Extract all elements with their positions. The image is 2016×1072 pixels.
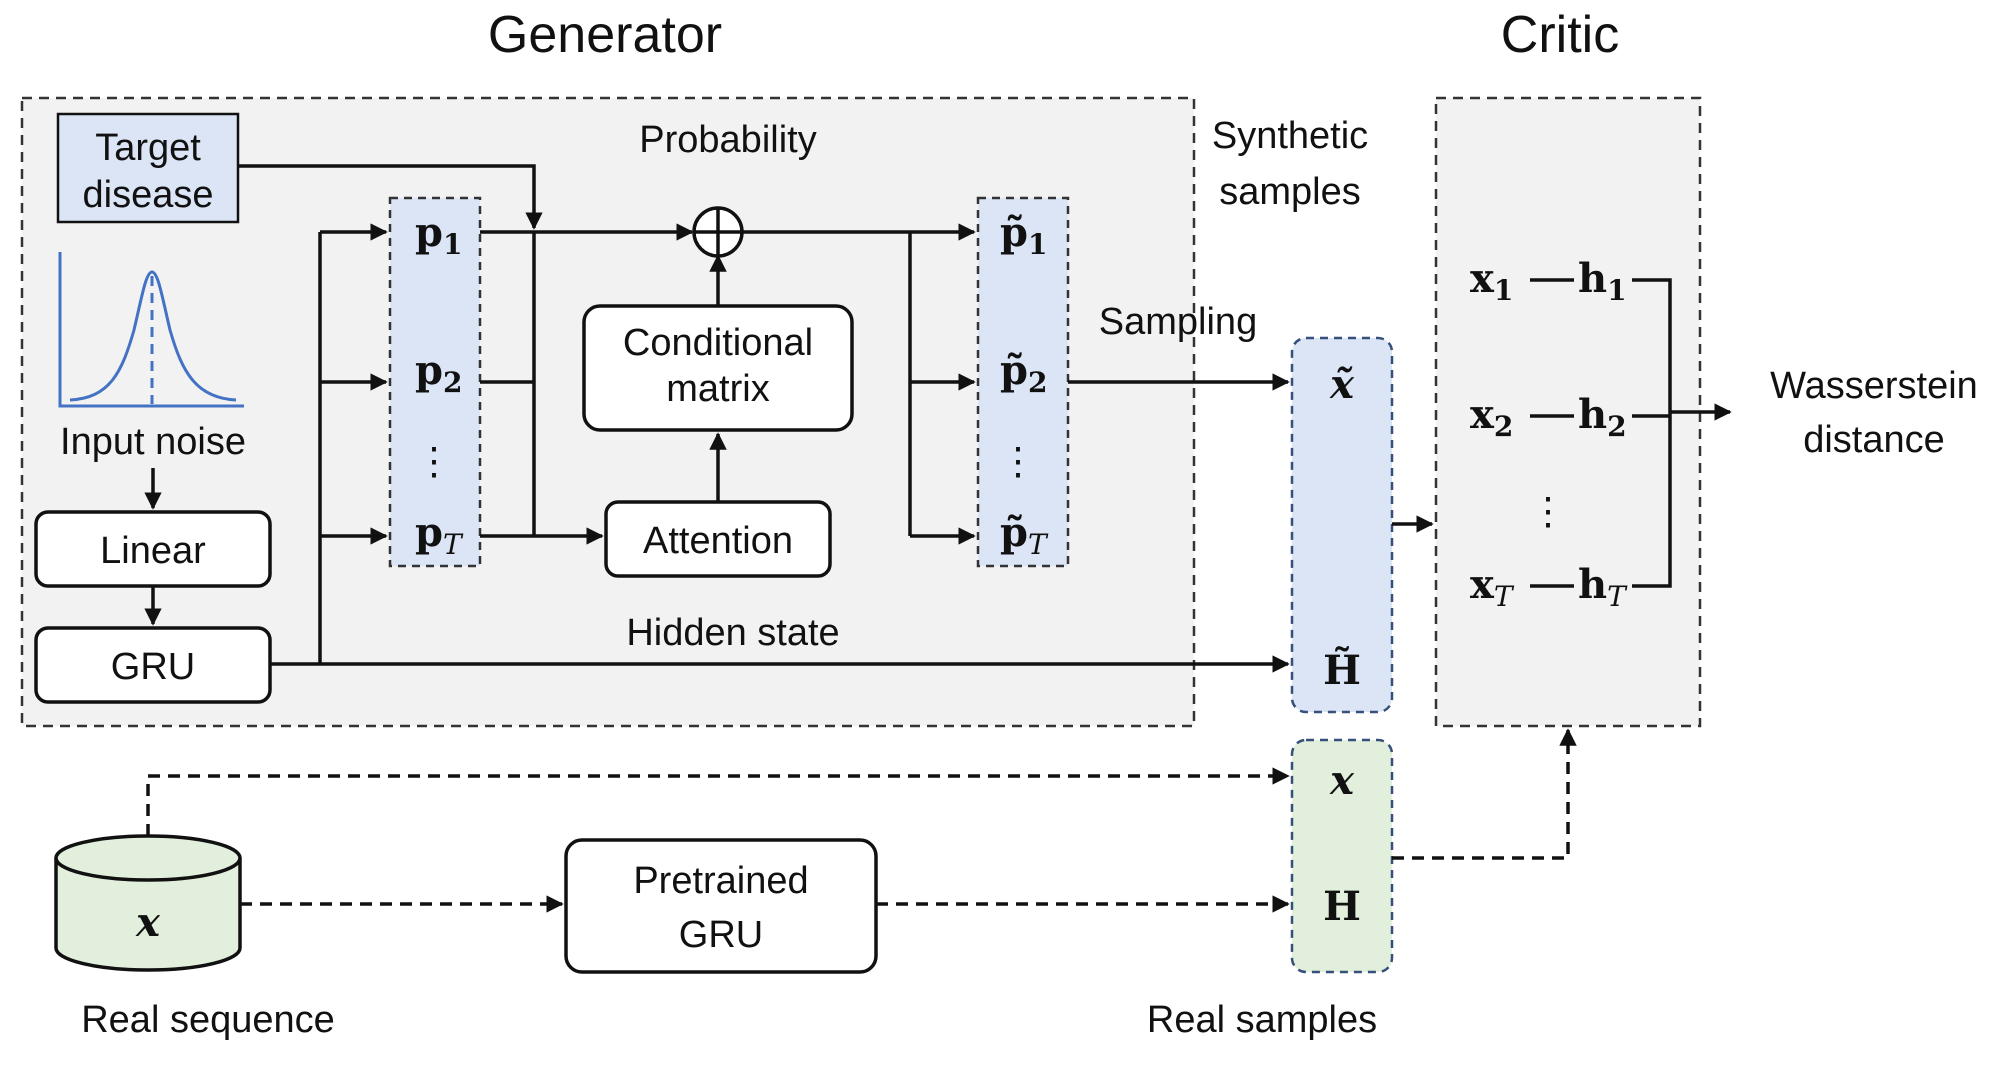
sampling-label: Sampling [1099,301,1257,343]
probability-column [388,196,482,568]
real-samples-label: Real samples [1147,999,1377,1041]
pretrained-gru-label-line2: GRU [679,914,763,956]
critic-heading: Critic [1501,6,1619,64]
input-noise-label: Input noise [60,421,246,463]
p1-label: p1 [415,209,462,261]
critic-x1-label: x1 [1470,255,1513,307]
target-disease-label-line1: Target [95,127,201,169]
probability-label: Probability [639,119,816,161]
critic-xT-label: xT [1470,561,1515,613]
pretrained-gru-label-line1: Pretrained [633,860,808,902]
wasserstein-label-line2: distance [1803,419,1945,461]
critic-hT-label: hT [1578,561,1628,613]
pT-tilde-label: p̃T [1000,509,1049,561]
pretrained-gru-box [564,838,878,974]
p2-tilde-label: p̃2 [1000,347,1047,399]
p2-label: p2 [415,347,462,399]
linear-label: Linear [100,530,206,572]
real-sequence-label: Real sequence [81,999,335,1041]
real-x-label: x [1329,757,1355,804]
p1-tilde-label: p̃1 [1000,209,1047,261]
target-disease-label-line2: disease [83,174,214,216]
conditional-matrix-label-line2: matrix [666,368,769,410]
real-h-label: H [1323,883,1361,930]
synthetic-h-label: H̃ [1323,647,1361,694]
tilde-probability-column [976,196,1070,568]
target-disease-box [56,112,240,224]
p-tilde-vdots: ⋮ [999,439,1037,483]
real-sequence-database-icon [54,834,242,972]
synthetic-x-label: x̃ [1329,361,1355,408]
critic-h2-label: h2 [1578,391,1627,443]
conditional-matrix-label-line1: Conditional [623,322,813,364]
attention-label: Attention [643,520,793,562]
gaussian-noise-icon [58,252,244,408]
critic-x2-label: x2 [1470,391,1513,443]
p-vdots: ⋮ [415,439,453,483]
real-sequence-x-label: x [135,899,161,946]
synthetic-samples-label-line1: Synthetic [1212,115,1368,157]
real-samples-box [1290,738,1394,974]
gru-label: GRU [111,646,195,688]
pT-label: pT [415,509,464,561]
oplus-sum-icon [692,206,744,258]
wasserstein-label-line1: Wasserstein [1770,365,1978,407]
synthetic-samples-label-line2: samples [1219,171,1361,213]
critic-h1-label: h1 [1578,255,1627,307]
critic-panel [1434,96,1702,728]
hidden-state-label: Hidden state [626,612,839,654]
critic-vdots: ⋮ [1529,489,1567,533]
generator-heading: Generator [488,6,722,64]
